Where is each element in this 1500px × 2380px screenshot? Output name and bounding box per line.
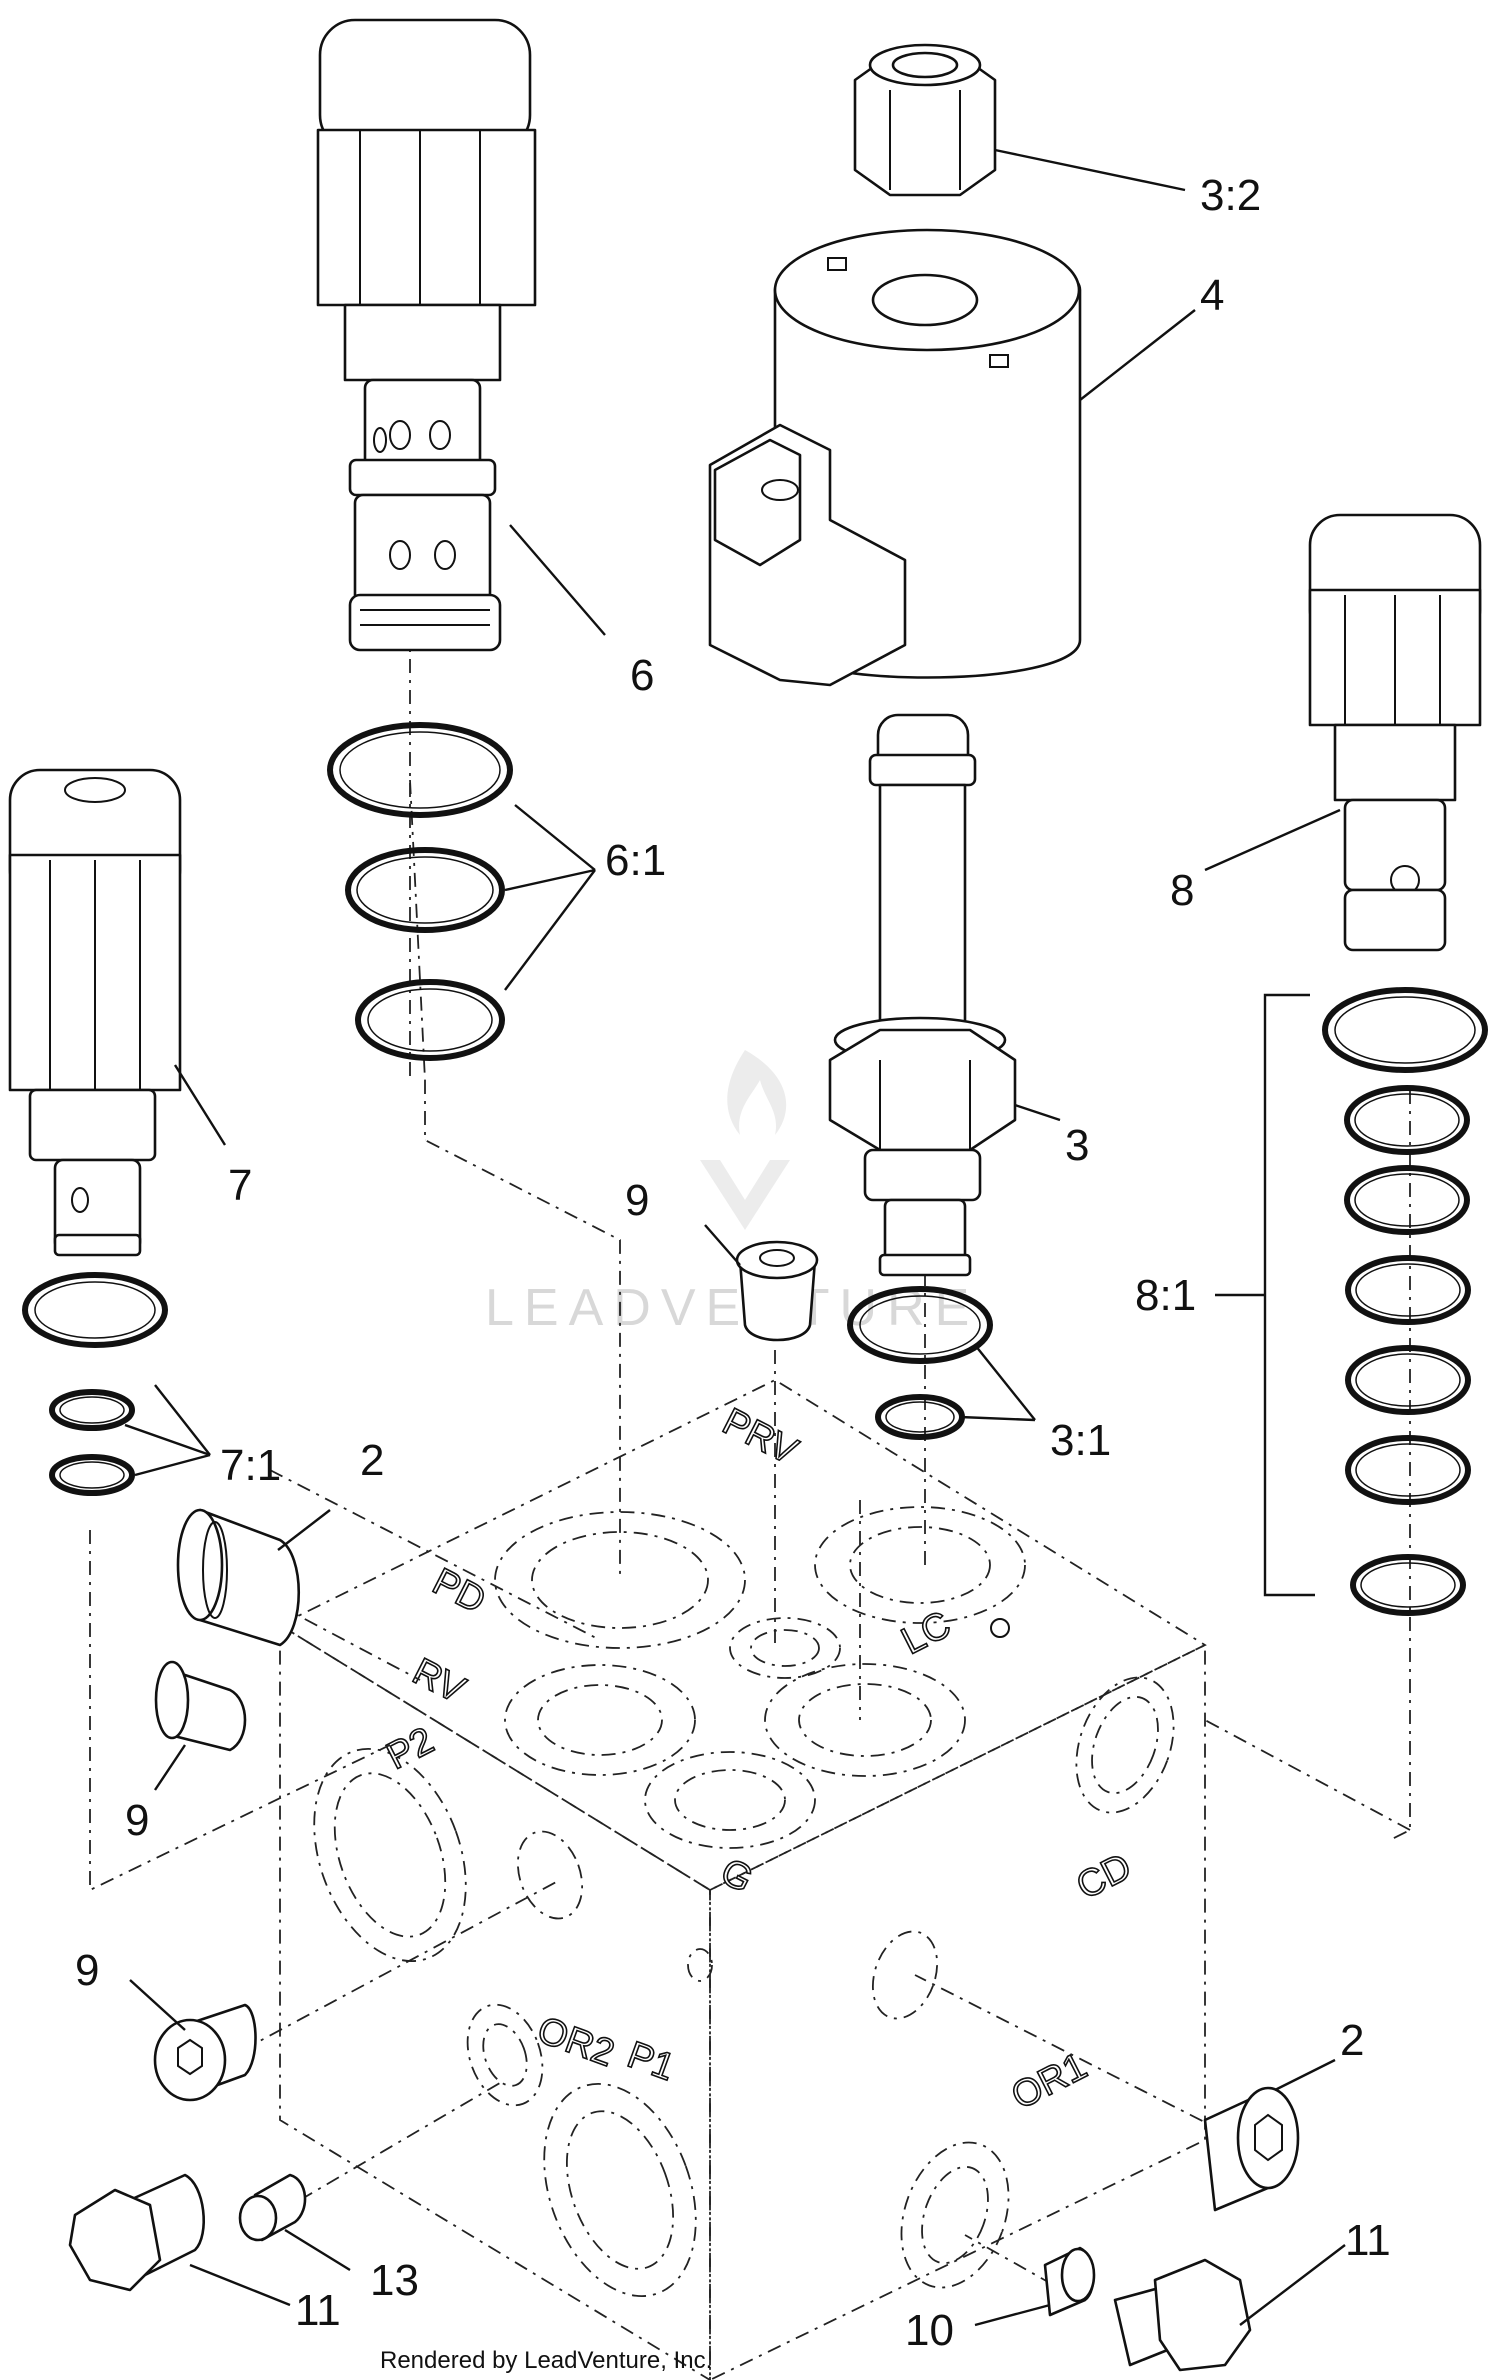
part-8-1-o-rings xyxy=(1322,987,1488,1616)
port-label-lc: LC xyxy=(895,1604,957,1663)
callout-9-top: 9 xyxy=(625,1176,649,1225)
callout-4: 4 xyxy=(1200,271,1224,320)
part-2-plug-right xyxy=(1203,2086,1300,2212)
watermark-logo xyxy=(700,1050,790,1230)
callout-8: 8 xyxy=(1170,866,1194,915)
part-10-set-screw xyxy=(1043,2246,1096,2317)
callout-8-1: 8:1 xyxy=(1135,1271,1196,1320)
callout-7: 7 xyxy=(228,1161,252,1210)
callout-9-bottom: 9 xyxy=(75,1946,99,1995)
port-lc-marker-icon xyxy=(990,1618,1010,1638)
callout-7-1: 7:1 xyxy=(220,1441,281,1490)
render-credit: Rendered by LeadVenture, Inc. xyxy=(380,2347,712,2374)
part-11-plug-right xyxy=(1113,2258,1252,2372)
watermark-text: LEADVENTURE xyxy=(485,1279,979,1337)
callout-3: 3 xyxy=(1065,1121,1089,1170)
part-2-plug-top xyxy=(176,1508,301,1647)
callout-2-right: 2 xyxy=(1340,2016,1364,2065)
leader-lines xyxy=(124,148,1346,2327)
port-label-prv: PRV xyxy=(716,1401,805,1474)
part-3-2-nut xyxy=(853,43,997,197)
part-7-1-o-rings xyxy=(22,1272,168,1496)
part-6-cartridge xyxy=(316,18,537,652)
manifold-block xyxy=(278,1378,1207,2380)
port-label-or2: OR2 xyxy=(532,2009,620,2075)
port-label-pd: PD xyxy=(426,1561,492,1622)
callout-6: 6 xyxy=(630,651,654,700)
part-8-cartridge xyxy=(1308,513,1482,952)
callout-11-left: 11 xyxy=(295,2286,341,2335)
callout-3-1: 3:1 xyxy=(1050,1416,1111,1465)
part-11-plug-left xyxy=(68,2173,206,2292)
callout-13: 13 xyxy=(370,2256,419,2305)
port-label-cd: CD xyxy=(1070,1846,1138,1908)
part-13-set-screw xyxy=(238,2173,307,2242)
callout-10: 10 xyxy=(905,2306,954,2355)
callout-9-left: 9 xyxy=(125,1796,149,1845)
port-label-g: G xyxy=(714,1851,759,1902)
port-label-p2: P2 xyxy=(380,1719,440,1778)
part-3-1-o-rings xyxy=(847,1286,993,1440)
part-9-plug-bottom xyxy=(153,2003,257,2102)
callout-2-top: 2 xyxy=(360,1436,384,1485)
part-6-1-o-rings xyxy=(327,722,513,1061)
port-label-or1: OR1 xyxy=(1005,2045,1094,2118)
part-4-coil xyxy=(708,228,1082,687)
part-9-plug-top xyxy=(735,1240,819,1342)
part-7-cartridge xyxy=(8,768,182,1257)
part-9-plug-left xyxy=(154,1660,247,1752)
callout-11-right: 11 xyxy=(1345,2216,1391,2265)
bracket-8-1 xyxy=(1263,993,1315,1597)
port-label-p1: P1 xyxy=(622,2034,680,2089)
callout-6-1: 6:1 xyxy=(605,836,666,885)
part-3-solenoid-stem xyxy=(828,713,1017,1277)
assembly-lines xyxy=(89,120,1411,2301)
callout-3-2: 3:2 xyxy=(1200,171,1261,220)
port-label-rv: RV xyxy=(406,1651,472,1712)
